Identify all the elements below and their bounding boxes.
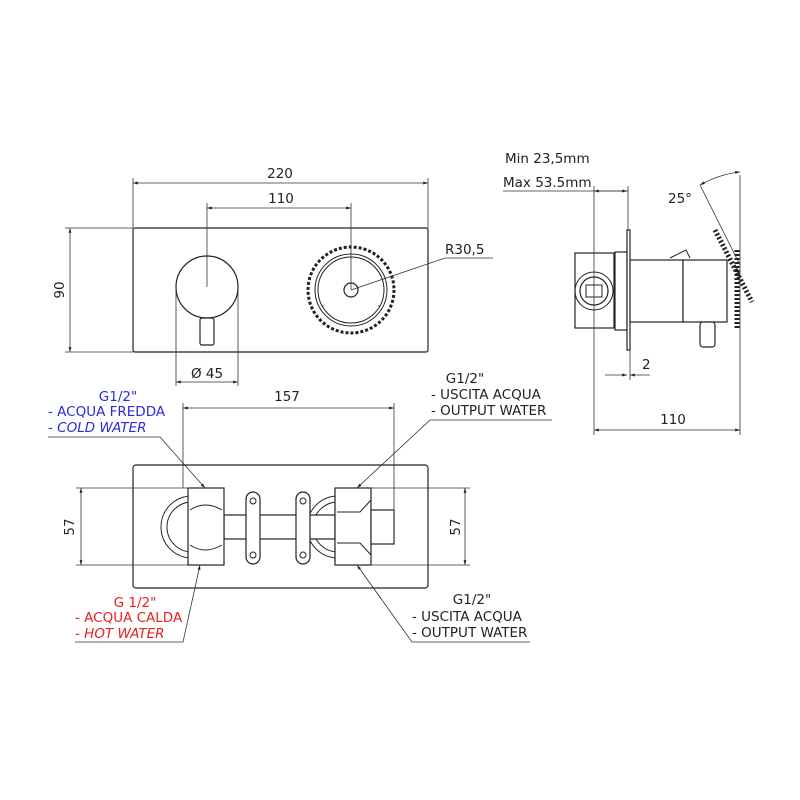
pipe [223,514,336,540]
outlet-bottom-label-it: - USCITA ACQUA [412,609,523,625]
side-view: Min 23,5mm Max 53.5mm 25° 2 110 [503,151,755,435]
dim-height-label: 90 [52,281,68,298]
cold-thread: G1/2" [99,389,137,405]
hot-inlet-callout: G 1/2" - ACQUA CALDA - HOT WATER [75,564,201,643]
cold-label-it: - ACQUA FREDDA [48,404,166,420]
dim-right-height-label: 57 [448,518,464,535]
plate-thickness-label: 2 [642,357,651,373]
outlet-top-callout: G1/2" - USCITA ACQUA - OUTPUT WATER [356,371,552,489]
outlet-top-label-en: - OUTPUT WATER [431,403,546,419]
hot-label-en: - HOT WATER [75,626,165,642]
bottom-view: 157 57 57 G1/2" - ACQUA FREDDA - COLD WA… [48,371,552,643]
mounting-tabs [245,491,311,565]
dim-radius-label: R30,5 [445,242,484,258]
outlet-top-thread: G1/2" [446,371,484,387]
angle-label: 25° [668,191,692,207]
outlet-spout [370,509,395,545]
outlet-fitting [334,487,372,566]
front-view: 220 110 90 Ø 45 R30,5 [52,166,493,386]
dim-left-height-label: 57 [62,518,78,535]
knob-lever [199,317,215,346]
outlet-bottom-thread: G1/2" [453,592,491,608]
outlet-bottom-callout: G1/2" - USCITA ACQUA - OUTPUT WATER [356,564,530,643]
hot-thread: G 1/2" [114,595,157,611]
outlet-top-label-it: - USCITA ACQUA [431,387,542,403]
dim-center-label: 110 [268,191,294,207]
dim-inlet-distance-label: 157 [274,389,300,405]
dim-width-label: 220 [267,166,293,182]
wall-max-label: Max 53.5mm [503,175,592,191]
cold-label-en: - COLD WATER [48,420,147,436]
outlet-bottom-label-en: - OUTPUT WATER [412,625,527,641]
wall-min-label: Min 23,5mm [505,151,590,167]
cold-inlet-callout: G1/2" - ACQUA FREDDA - COLD WATER [48,389,206,489]
cold-inlet-fitting [187,487,225,566]
hot-label-it: - ACQUA CALDA [75,610,183,626]
dim-diameter-label: Ø 45 [191,366,223,382]
depth-label: 110 [660,412,686,428]
